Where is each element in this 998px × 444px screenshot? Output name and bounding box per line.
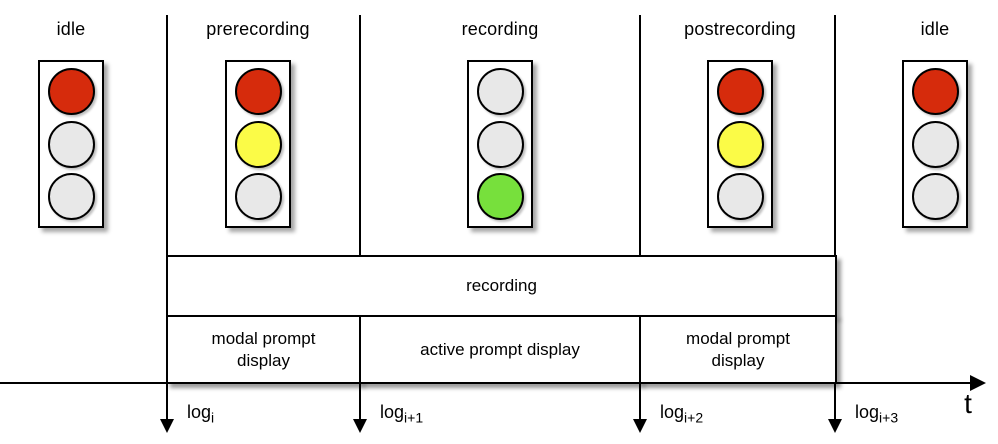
lamp-middle-icon [234, 120, 282, 168]
modal-prompt-bar-right: modal prompt display [639, 315, 837, 384]
traffic-light-icon [38, 60, 104, 228]
traffic-light-icon [467, 60, 533, 228]
log-event-label: logi+1 [380, 402, 424, 426]
time-axis-label: t [964, 388, 972, 419]
lamp-middle-icon [476, 120, 524, 168]
traffic-light-icon [902, 60, 968, 228]
lamp-top-icon [47, 67, 95, 115]
lamp-bottom-icon [716, 173, 764, 221]
modal-prompt-label: modal prompt display [686, 329, 790, 370]
active-prompt-bar: active prompt display [359, 315, 641, 384]
time-axis-arrowhead-icon [970, 375, 986, 391]
state-label: postrecording [684, 19, 796, 39]
transition-line-3 [639, 15, 641, 421]
state-label: prerecording [206, 19, 310, 39]
state-label: recording [461, 19, 539, 39]
modal-prompt-bar-left: modal prompt display [166, 315, 361, 384]
lamp-bottom-icon [476, 173, 524, 221]
lamp-bottom-icon [911, 173, 959, 221]
transition-line-2 [359, 15, 361, 421]
lamp-middle-icon [911, 120, 959, 168]
transition-line-4 [834, 15, 836, 421]
lamp-bottom-icon [234, 173, 282, 221]
state-label: idle [56, 19, 86, 39]
recording-span-bar: recording [166, 255, 837, 317]
traffic-light-icon [225, 60, 291, 228]
recording-span-label: recording [466, 276, 537, 295]
lamp-middle-icon [716, 120, 764, 168]
lamp-top-icon [476, 67, 524, 115]
state-label: idle [920, 19, 950, 39]
log-event-label: logi+2 [660, 402, 704, 426]
lamp-bottom-icon [47, 173, 95, 221]
lamp-top-icon [716, 67, 764, 115]
time-axis-line [0, 382, 972, 384]
active-prompt-label: active prompt display [420, 339, 580, 359]
log-event-label: logi+3 [855, 402, 899, 426]
log-arrow-icon [633, 419, 647, 433]
log-arrow-icon [353, 419, 367, 433]
log-arrow-icon [828, 419, 842, 433]
transition-line-1 [166, 15, 168, 421]
lamp-top-icon [234, 67, 282, 115]
log-event-label: logi [187, 402, 215, 426]
log-arrow-icon [160, 419, 174, 433]
lamp-top-icon [911, 67, 959, 115]
lamp-middle-icon [47, 120, 95, 168]
traffic-light-icon [707, 60, 773, 228]
modal-prompt-label: modal prompt display [211, 329, 316, 370]
